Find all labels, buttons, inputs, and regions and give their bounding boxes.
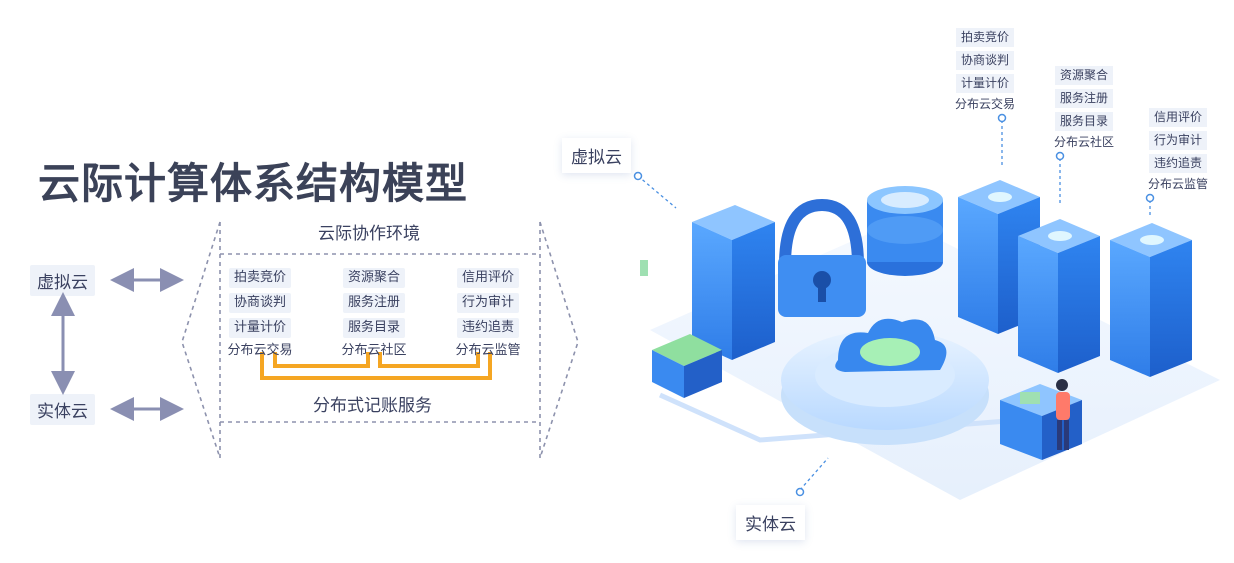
illustration-stack-community: 资源聚合 服务注册 服务目录 分布云社区 bbox=[1054, 66, 1114, 150]
chip: 协商谈判 bbox=[228, 293, 291, 313]
chip: 拍卖竞价 bbox=[955, 28, 1014, 47]
hexagon-outline bbox=[181, 221, 579, 459]
chip: 违约追责 bbox=[456, 318, 519, 338]
cloud-platform bbox=[781, 318, 989, 445]
page-title: 云际计算体系结构模型 bbox=[38, 159, 469, 208]
stack-footer: 分布云交易 bbox=[955, 97, 1016, 111]
pointer-lines bbox=[637, 120, 1151, 491]
illustration-stack-regulation: 信用评价 行为审计 违约追责 分布云监管 bbox=[1148, 108, 1208, 192]
virtual-cloud-callout: 虚拟云 bbox=[562, 138, 631, 173]
column-footer: 分布云交易 bbox=[227, 343, 293, 358]
virtual-cloud-label: 虚拟云 bbox=[30, 265, 95, 296]
service-column-regulation: 信用评价 行为审计 违约追责 分布云监管 bbox=[455, 268, 521, 359]
chip: 拍卖竞价 bbox=[228, 268, 291, 288]
device-left bbox=[652, 334, 722, 398]
chip: 违约追责 bbox=[1148, 154, 1207, 173]
small-marker bbox=[640, 260, 648, 276]
chip: 行为审计 bbox=[1148, 131, 1207, 150]
column-footer: 分布云监管 bbox=[455, 343, 521, 358]
stack-footer: 分布云社区 bbox=[1054, 135, 1115, 149]
chip: 服务注册 bbox=[1054, 89, 1113, 108]
chip: 信用评价 bbox=[1148, 108, 1207, 127]
chip: 计量计价 bbox=[228, 318, 291, 338]
physical-cloud-label: 实体云 bbox=[30, 394, 95, 425]
database-icon bbox=[867, 186, 943, 276]
physical-cloud-callout: 实体云 bbox=[736, 505, 805, 540]
chip: 服务目录 bbox=[1054, 112, 1113, 131]
ledger-bracket bbox=[260, 352, 492, 380]
chip: 行为审计 bbox=[456, 293, 519, 313]
illustration-stack-trade: 拍卖竞价 协商谈判 计量计价 分布云交易 bbox=[955, 28, 1015, 112]
person-icon bbox=[1056, 379, 1070, 450]
padlock-icon bbox=[778, 198, 866, 317]
server-right-3 bbox=[1110, 223, 1192, 377]
column-footer: 分布云社区 bbox=[341, 343, 407, 358]
chip: 资源聚合 bbox=[342, 268, 405, 288]
isometric-illustration bbox=[633, 80, 1220, 500]
chip: 服务目录 bbox=[342, 318, 405, 338]
chip: 资源聚合 bbox=[1054, 66, 1113, 85]
server-right-1 bbox=[958, 180, 1040, 334]
chip: 信用评价 bbox=[456, 268, 519, 288]
service-column-community: 资源聚合 服务注册 服务目录 分布云社区 bbox=[341, 268, 407, 359]
architecture-frame bbox=[51, 221, 579, 459]
ledger-service-label: 分布式记账服务 bbox=[313, 396, 432, 416]
stack-footer: 分布云监管 bbox=[1148, 177, 1209, 191]
server-right-2 bbox=[1018, 219, 1100, 373]
service-column-trade: 拍卖竞价 协商谈判 计量计价 分布云交易 bbox=[227, 268, 293, 359]
chip: 服务注册 bbox=[342, 293, 405, 313]
chip: 计量计价 bbox=[955, 74, 1014, 93]
chip: 协商谈判 bbox=[955, 51, 1014, 70]
collab-env-title: 云际协作环境 bbox=[318, 224, 420, 244]
pointer-dots bbox=[633, 113, 1155, 497]
server-left bbox=[692, 80, 775, 360]
